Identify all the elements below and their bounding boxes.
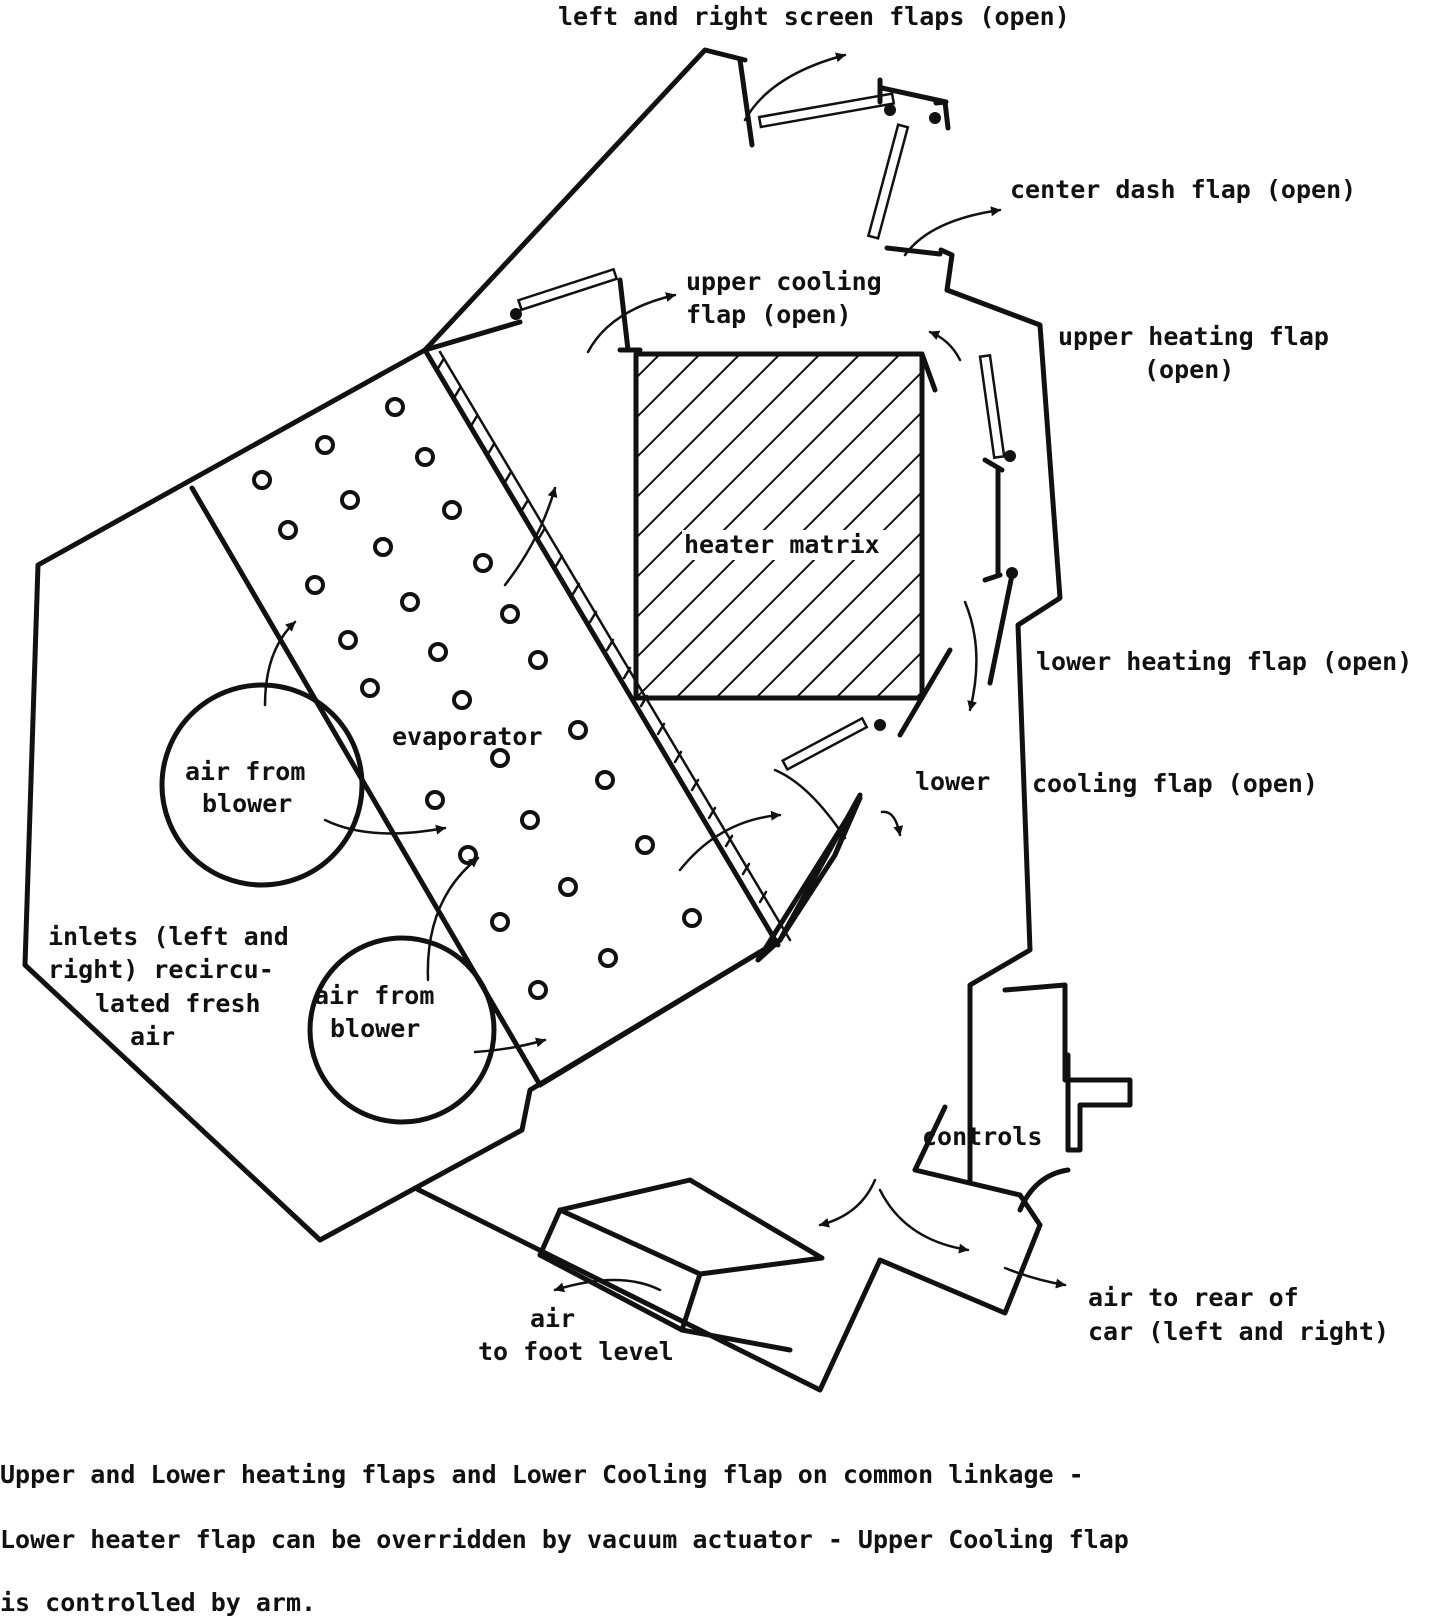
label-lower: lower [915,767,990,796]
airflow-arrows [263,52,1067,1293]
label-heater-matrix: heater matrix [684,530,880,559]
label-foot-air-1: air [530,1304,575,1333]
blower-lower [307,935,497,1125]
label-controls: controls [922,1122,1042,1151]
label-inlets-2: right) recircu- [48,955,274,984]
foot-outlet [537,1177,825,1353]
label-upper-heating-flap: upper heating flap [1058,322,1329,351]
heater-matrix [633,351,925,701]
label-center-dash-flap: center dash flap (open) [1010,175,1356,204]
screen-flaps [737,57,949,148]
lower-heating-flap [897,457,1018,738]
evaporator-tubes [252,397,702,1000]
label-inlets-1: inlets (left and [48,922,289,951]
label-upper-cooling-flap-2: flap (open) [686,300,852,329]
label-foot-air-2: to foot level [478,1337,674,1366]
label-blower-upper-2: blower [202,789,292,818]
rear-duct [1002,982,1133,1213]
label-inlets-3: lated fresh [95,989,261,1018]
caption-line-1: Upper and Lower heating flaps and Lower … [0,1460,1084,1489]
upper-cooling-flap [422,267,643,353]
label-rear-air-1: air to rear of [1088,1283,1299,1312]
blower-upper [159,682,365,888]
label-screen-flaps: left and right screen flaps (open) [558,2,1070,31]
label-lower-cooling-flap: cooling flap (open) [1032,769,1318,798]
label-inlets-4: air [130,1022,175,1051]
lower-cooling-flap [780,716,886,858]
label-blower-lower-2: blower [330,1014,420,1043]
label-upper-cooling-flap: upper cooling [686,267,882,296]
label-upper-heating-flap-2: (open) [1144,355,1234,384]
center-dash-flap [866,112,943,257]
label-evaporator: evaporator [392,722,543,751]
evaporator [189,347,792,1088]
caption-line-3: is controlled by arm. [0,1588,317,1617]
label-lower-heating-flap: lower heating flap (open) [1036,647,1412,676]
label-blower-upper-1: air from [185,757,305,786]
caption-line-2: Lower heater flap can be overridden by v… [0,1525,1129,1554]
upper-heating-flap [919,351,1016,462]
label-blower-lower-1: air from [314,981,434,1010]
label-rear-air-2: car (left and right) [1088,1317,1389,1346]
